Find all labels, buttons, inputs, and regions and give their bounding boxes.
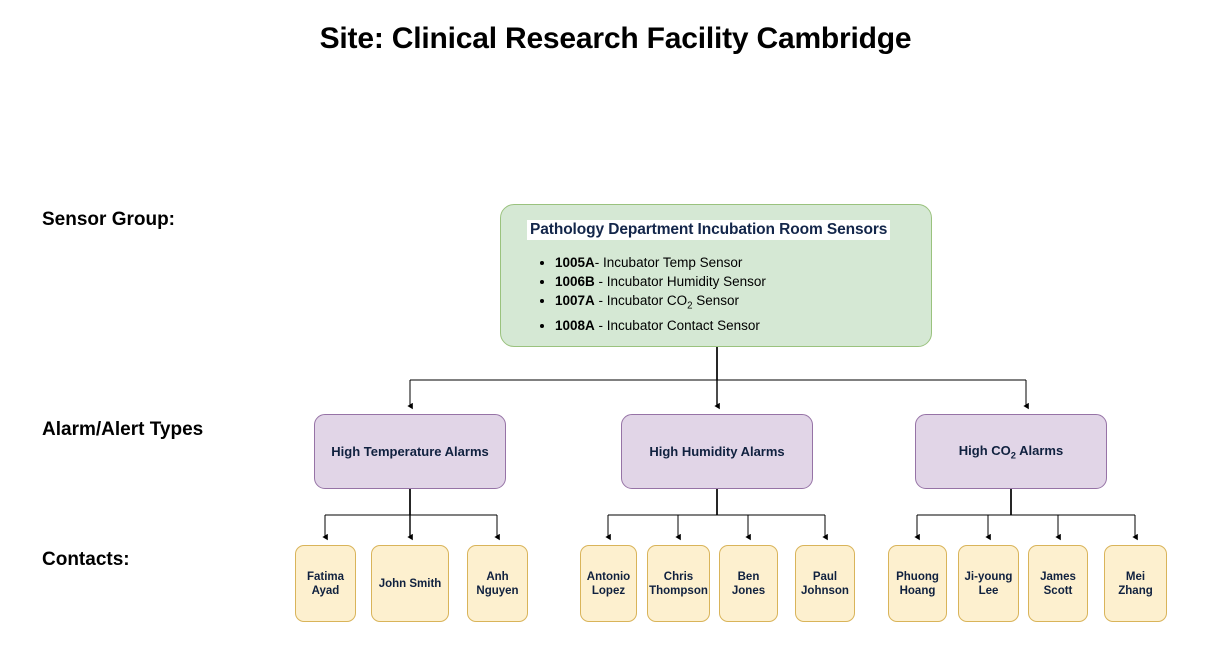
connector-alarm-2-to-contacts xyxy=(914,489,1138,541)
alarm-type-label: High Humidity Alarms xyxy=(649,444,785,459)
sensor-name: - Incubator Humidity Sensor xyxy=(594,274,766,289)
sensor-id: 1006B xyxy=(555,274,595,289)
row-label-sensor-group: Sensor Group: xyxy=(42,209,176,230)
alarm-type-label: High CO2 Alarms xyxy=(958,442,1064,461)
sensor-id: 1007A xyxy=(555,293,595,308)
contact-name: John Smith xyxy=(378,577,442,590)
alarm-type-label: High Temperature Alarms xyxy=(331,444,489,459)
sensor-name: - Incubator Temp Sensor xyxy=(594,255,743,270)
contact-name: Ben Jones xyxy=(731,570,766,597)
sensor-group-heading: Pathology Department Incubation Room Sen… xyxy=(527,220,891,240)
sensor-list-item: 1008A - Incubator Contact Sensor xyxy=(555,316,766,335)
sensor-group-box[interactable]: Pathology Department Incubation Room Sen… xyxy=(500,204,932,347)
contact-box[interactable]: John Smith xyxy=(371,545,449,622)
alarm-type-box-high-humidity[interactable]: High Humidity Alarms xyxy=(621,414,813,489)
sensor-name: - Incubator Contact Sensor xyxy=(594,317,760,333)
sensor-list-item: 1006B - Incubator Humidity Sensor xyxy=(555,272,766,291)
row-label-alarm-types: Alarm/Alert Types xyxy=(42,419,204,440)
row-label-contacts: Contacts: xyxy=(42,549,130,570)
connector-alarm-1-to-contacts xyxy=(605,489,828,541)
alarm-type-box-high-temperature[interactable]: High Temperature Alarms xyxy=(314,414,506,489)
connector-alarm-0-to-contacts xyxy=(322,489,500,541)
sensor-list-item: 1007A - Incubator CO2 Sensor xyxy=(555,291,766,316)
sensor-name: - Incubator CO2 Sensor xyxy=(594,293,740,312)
contact-box[interactable]: Ben Jones xyxy=(719,545,778,622)
contact-box[interactable]: Mei Zhang xyxy=(1104,545,1167,622)
alarm-type-box-high-co2[interactable]: High CO2 Alarms xyxy=(915,414,1107,489)
sensor-id: 1005A xyxy=(555,255,595,270)
sensor-list-item: 1005A- Incubator Temp Sensor xyxy=(555,253,766,272)
page-title: Site: Clinical Research Facility Cambrid… xyxy=(319,22,912,55)
connector-sensor-to-alarms xyxy=(407,347,1029,410)
sensor-id: 1008A xyxy=(555,317,595,333)
contact-name: Mei Zhang xyxy=(1118,570,1153,597)
sensor-list: 1005A- Incubator Temp Sensor1006B - Incu… xyxy=(537,253,766,335)
